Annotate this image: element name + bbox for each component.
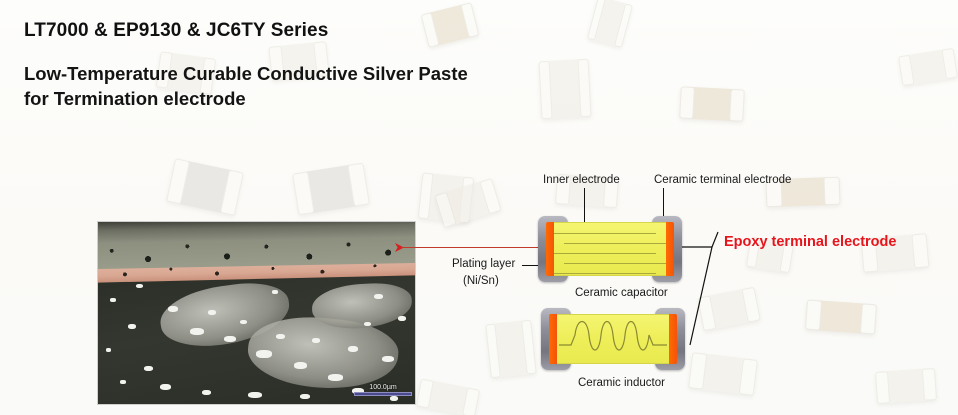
label-ceramic-capacitor: Ceramic capacitor: [575, 287, 668, 299]
background-chip: [415, 378, 481, 415]
capacitor-epoxy-terminal-left: [546, 222, 554, 276]
main-title: Low-Temperature Curable Conductive Silve…: [24, 61, 468, 112]
label-plating-layer-material: (Ni/Sn): [463, 275, 499, 287]
red-connector-line: [401, 247, 549, 248]
label-ceramic-terminal-electrode: Ceramic terminal electrode: [654, 174, 792, 186]
sem-ceramic-body-layer: [98, 276, 415, 404]
label-epoxy-terminal-electrode: Epoxy terminal electrode: [724, 234, 897, 250]
background-chip: [485, 319, 537, 379]
series-title: LT7000 & EP9130 & JC6TY Series: [24, 20, 329, 41]
main-title-line-1: Low-Temperature Curable Conductive Silve…: [24, 63, 468, 84]
ceramic-inductor-diagram: [541, 308, 685, 370]
sem-scale-bar: 100.0µm: [354, 383, 412, 396]
main-title-line-2: for Termination electrode: [24, 88, 246, 110]
inductor-coil-symbol: [559, 320, 667, 351]
label-inner-electrode: Inner electrode: [543, 174, 620, 186]
leader-ceramic-terminal-electrode-vertical: [663, 188, 664, 220]
label-plating-layer: Plating layer: [452, 258, 516, 270]
background-chip: [292, 162, 370, 216]
sem-scale-bar-line: [354, 392, 412, 396]
background-chip: [166, 158, 244, 216]
capacitor-epoxy-terminal-right: [666, 222, 674, 276]
label-ceramic-inductor: Ceramic inductor: [578, 377, 665, 389]
inductor-epoxy-terminal-left: [549, 314, 557, 364]
inductor-epoxy-terminal-right: [669, 314, 677, 364]
ceramic-capacitor-diagram: [538, 216, 682, 282]
background-chip: [538, 58, 592, 120]
background-chip: [805, 299, 877, 335]
title-block: LT7000 & EP9130 & JC6TY Series Low-Tempe…: [24, 20, 468, 112]
background-chip: [874, 367, 938, 405]
sem-micrograph: 100.0µm: [97, 221, 416, 405]
red-arrow-marker: [395, 243, 404, 252]
background-chip: [679, 86, 745, 122]
inductor-ceramic-body: [557, 314, 669, 364]
leader-plating-layer: [522, 265, 547, 266]
background-chip: [897, 47, 958, 87]
background-chip: [586, 0, 634, 48]
leader-inner-electrode: [584, 188, 585, 240]
sem-scale-bar-label: 100.0µm: [369, 384, 397, 391]
sem-specks: [98, 276, 415, 404]
capacitor-ceramic-body: [554, 222, 666, 276]
